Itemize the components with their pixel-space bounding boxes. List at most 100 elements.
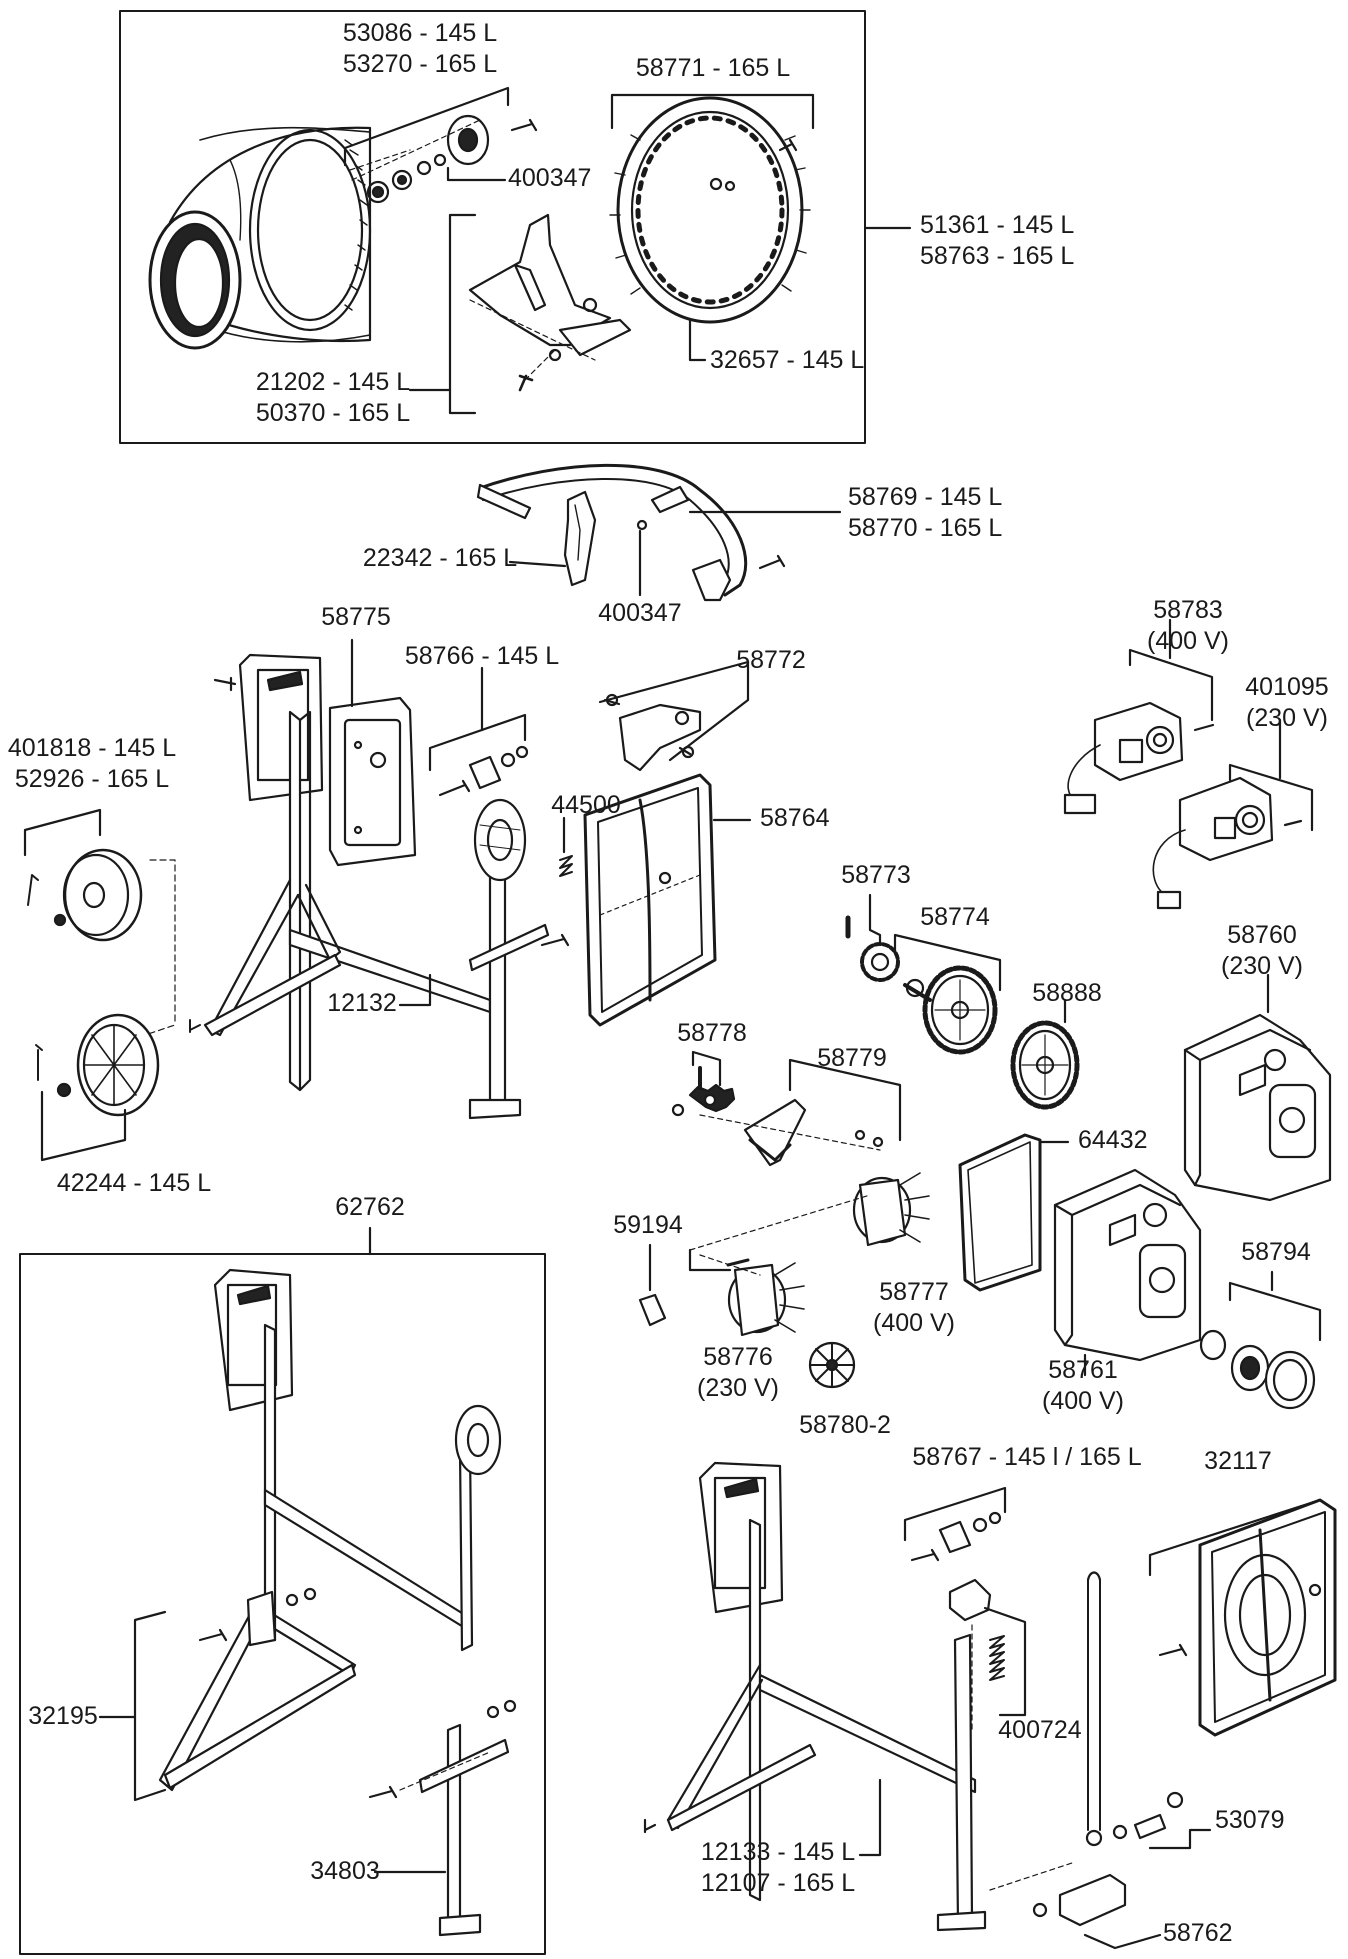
label-drum-washer: 400347: [508, 164, 592, 192]
front-leg-bracket: [133, 1610, 167, 1802]
frame-drawing: [189, 653, 550, 1120]
bolt-leader: [1148, 1828, 1212, 1850]
label-handle-washer: 400347: [598, 599, 682, 627]
bracket-spread: [598, 660, 750, 762]
bracket-145-drawing: [438, 745, 529, 797]
ring-bracket: [610, 93, 815, 130]
wheel-top-bracket: [23, 808, 102, 857]
tilt-handle-drawing: [476, 463, 786, 602]
switch-400v-bracket: [1128, 648, 1214, 722]
label-motor-230v: 58776(230 V): [697, 1343, 779, 1402]
label-fan: 58780-2: [799, 1411, 891, 1439]
front-leg-drawing: [158, 1587, 357, 1792]
belt-arm-bracket: [788, 1058, 902, 1142]
rear-leg-drawing: [368, 1699, 517, 1937]
label-motor-cover-230v: 58760(230 V): [1221, 921, 1303, 980]
fan-drawing: [808, 1341, 856, 1389]
cover-kit-bracket: [1228, 1281, 1322, 1342]
label-drum-ring: 58771 - 165 L: [635, 54, 791, 82]
label-guard-frame: 58764: [760, 804, 830, 832]
guard-frame-drawing: [540, 773, 717, 1027]
label-bracket: 58772: [736, 646, 806, 674]
label-gear-shaft: 58774: [920, 903, 990, 931]
label-spring-2: 400724: [998, 1716, 1082, 1744]
label-cover-kit: 58794: [1241, 1238, 1311, 1266]
side-plate-drawing: [328, 696, 417, 867]
label-side-plate: 58775: [321, 603, 391, 631]
belt-arm-drawing: [699, 1098, 884, 1167]
bolt-drawing: [1112, 1791, 1184, 1840]
motor-cover-400v-drawing: [1053, 1168, 1202, 1362]
switch-400v-drawing: [1063, 701, 1215, 815]
label-frame-kit: 62762: [335, 1193, 405, 1221]
drum-bearing-bracket: [343, 86, 510, 167]
guard-bracket: [1148, 1498, 1322, 1577]
label-bracket-both: 58767 - 145 l / 165 L: [912, 1443, 1142, 1471]
wheel-bottom-drawing: [35, 1013, 160, 1117]
bracket-both-drawing: [910, 1511, 1002, 1562]
label-motor-400v: 58777(400 V): [873, 1278, 955, 1337]
handle-grip-drawing: [563, 490, 597, 587]
clutch-bracket: [691, 1050, 722, 1087]
clutch-drawing: [671, 1066, 736, 1117]
motor-230v-bracket: [688, 1248, 732, 1272]
gear-drawing: [1010, 1020, 1080, 1110]
motor-dashes: [689, 1194, 871, 1276]
drum-drawing: [148, 126, 372, 350]
drum-washer-leader: [446, 166, 507, 182]
label-switch-400v: 58783(400 V): [1147, 596, 1229, 655]
ring-gear-leader: [688, 318, 707, 362]
clamp-bracket: [1083, 1933, 1162, 1950]
guard-drawing: [1158, 1498, 1337, 1737]
label-frame: 12132: [327, 989, 397, 1017]
label-handle-grip: 22342 - 165 L: [362, 544, 518, 572]
motor-cover-230v-drawing: [1183, 1013, 1332, 1202]
bracket-both-bracket: [903, 1486, 1007, 1542]
switch-230v-bracket: [1228, 763, 1314, 832]
label-clutch: 58778: [677, 1019, 747, 1047]
label-clamp: 58762: [1163, 1919, 1233, 1947]
paddle-drawing: [468, 213, 632, 392]
pinion-drawing: [845, 915, 900, 982]
clamp-drawing: [989, 1861, 1127, 1927]
switch-230v-drawing: [1152, 776, 1303, 910]
paddle-bracket: [448, 213, 477, 415]
frame-alt-leader: [858, 1778, 882, 1857]
wheel-axle-dashes: [129, 859, 176, 1041]
gear-shaft-bracket: [893, 933, 1002, 992]
label-switch-230v: 401095(230 V): [1245, 673, 1329, 732]
label-front-leg: 32195: [28, 1702, 98, 1730]
frame-kit-border: [19, 1253, 546, 1955]
bracket-145-bracket: [428, 713, 527, 772]
label-ring-gear: 32657 - 145 L: [710, 346, 865, 374]
label-spring: 44500: [551, 791, 621, 819]
wheel-top-drawing: [27, 848, 143, 942]
rod-drawing: [1085, 1571, 1103, 1847]
bracket-drawing: [603, 693, 702, 772]
label-gear: 58888: [1032, 979, 1102, 1007]
motor-230v-drawing: [726, 1258, 805, 1337]
label-rear-leg: 34803: [310, 1857, 380, 1885]
label-gasket: 64432: [1078, 1126, 1148, 1154]
pinion-leader: [868, 893, 882, 947]
gear-shaft-drawing: [903, 965, 998, 1055]
spring-2-bracket: [983, 1606, 1027, 1717]
gasket-drawing: [958, 1133, 1042, 1292]
label-guard: 32117: [1204, 1447, 1272, 1475]
frame-kit-drawing: [213, 1268, 502, 1652]
frame-alt-drawing: [643, 1461, 987, 1932]
frame-leader: [398, 973, 432, 1007]
handle-grip-leader: [508, 560, 567, 568]
cover-kit-drawing: [1199, 1329, 1316, 1410]
label-belt-arm: 58779: [817, 1044, 887, 1072]
label-pinion: 58773: [841, 861, 911, 889]
label-foot: 59194: [613, 1211, 683, 1239]
label-wheel-145: 42244 - 145 L: [56, 1169, 212, 1197]
